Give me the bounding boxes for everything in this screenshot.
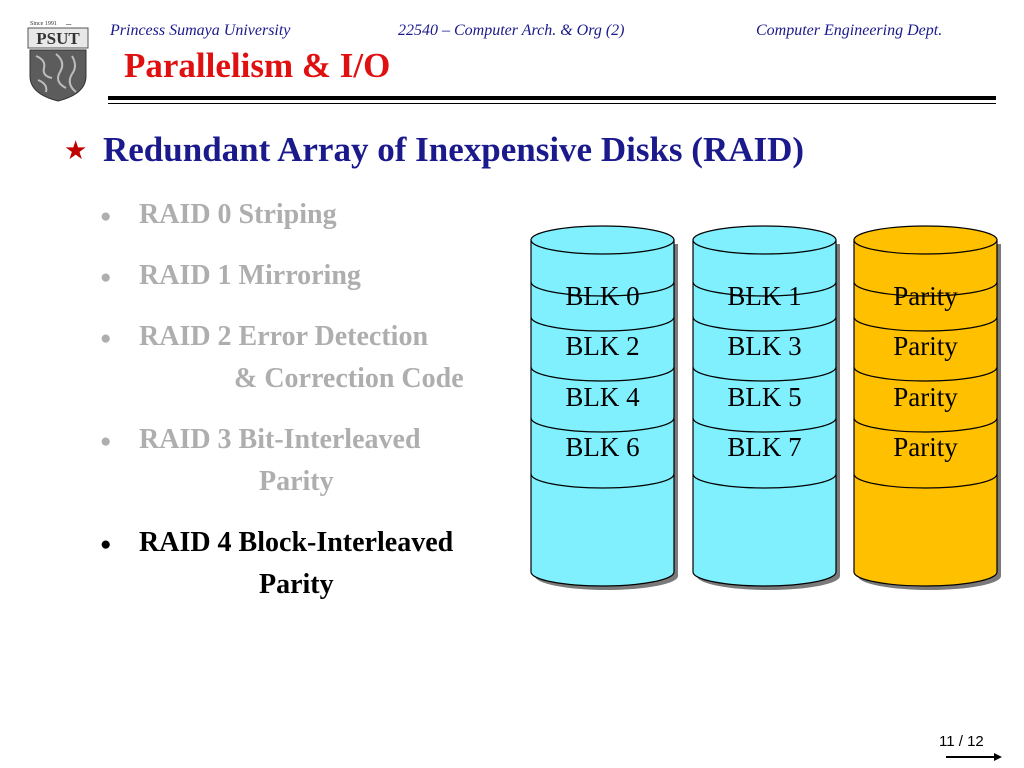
block-boundary	[853, 473, 998, 489]
block-boundary	[692, 316, 837, 332]
block-boundary	[530, 417, 675, 433]
list-item-text-cont: & Correction Code	[234, 363, 464, 394]
bullet-icon: ●	[100, 328, 112, 349]
block-boundary	[853, 316, 998, 332]
bullet-icon: ●	[100, 431, 112, 452]
list-item-raid0: RAID 0 Striping	[139, 194, 337, 236]
bullet-icon: ●	[100, 206, 112, 227]
data-disk-1: BLK 1 BLK 3 BLK 5 BLK 7	[692, 225, 840, 591]
header-university: Princess Sumaya University	[110, 22, 291, 39]
data-block-label: BLK 4	[565, 382, 640, 412]
page-number: 11 / 12	[939, 733, 984, 750]
next-arrow-icon	[946, 753, 1002, 761]
list-item-text-cont: Parity	[259, 569, 334, 600]
block-boundary	[530, 366, 675, 382]
data-block-label: BLK 2	[565, 331, 639, 361]
bullet-icon: ●	[100, 534, 112, 555]
svg-text:ـــ: ـــ	[65, 21, 72, 27]
block-boundary	[692, 281, 837, 297]
block-boundary	[692, 473, 837, 489]
data-block-label: BLK 0	[565, 281, 639, 311]
disk-top	[530, 225, 675, 255]
list-item-text: RAID 3 Bit-Interleaved	[139, 424, 421, 455]
list-item-raid4: RAID 4 Block-Interleaved Parity	[139, 522, 453, 606]
list-item-text: RAID 0 Striping	[139, 199, 337, 230]
list-item-raid1: RAID 1 Mirroring	[139, 255, 361, 297]
data-block-label: BLK 5	[727, 382, 801, 412]
list-item-raid2: RAID 2 Error Detection & Correction Code	[139, 316, 464, 400]
bullet-icon: ●	[100, 267, 112, 288]
disk-body	[692, 239, 837, 587]
block-boundary	[692, 417, 837, 433]
psut-logo: Since 1991 ـــ PSUT	[27, 21, 89, 102]
header-rule-thin	[108, 103, 996, 104]
list-item-text: RAID 4 Block-Interleaved	[139, 527, 454, 558]
parity-block-label: Parity	[893, 331, 958, 361]
data-block-label: BLK 1	[727, 281, 801, 311]
disk-body	[853, 239, 998, 587]
slide-title: Parallelism & I/O	[124, 46, 391, 85]
list-item-text-cont: Parity	[259, 466, 334, 497]
data-block-label: BLK 7	[727, 432, 801, 462]
disk-top	[692, 225, 837, 255]
header-department: Computer Engineering Dept.	[756, 22, 943, 39]
block-boundary	[530, 281, 675, 297]
parity-block-label: Parity	[893, 432, 958, 462]
parity-block-label: Parity	[893, 281, 958, 311]
slide-heading: Redundant Array of Inexpensive Disks (RA…	[103, 130, 805, 169]
data-disk-0: BLK 0 BLK 2 BLK 4 BLK 6	[530, 225, 678, 591]
disk-body	[530, 239, 675, 587]
data-block-label: BLK 3	[727, 331, 801, 361]
parity-block-label: Parity	[893, 382, 958, 412]
list-item-raid3: RAID 3 Bit-Interleaved Parity	[139, 419, 421, 503]
header-rule-thick	[108, 96, 996, 100]
star-bullet-icon: ★	[64, 136, 88, 165]
block-boundary	[853, 417, 998, 433]
disk-top	[853, 225, 998, 255]
header-course: 22540 – Computer Arch. & Org (2)	[398, 22, 625, 39]
list-item-text: RAID 2 Error Detection	[139, 321, 429, 352]
logo-since-text: Since 1991	[30, 21, 57, 27]
block-boundary	[853, 366, 998, 382]
block-boundary	[530, 473, 675, 489]
logo-acronym: PSUT	[36, 29, 80, 48]
data-block-label: BLK 6	[565, 432, 639, 462]
block-boundary	[530, 316, 675, 332]
list-item-text: RAID 1 Mirroring	[139, 260, 361, 291]
block-boundary	[692, 366, 837, 382]
block-boundary	[853, 281, 998, 297]
